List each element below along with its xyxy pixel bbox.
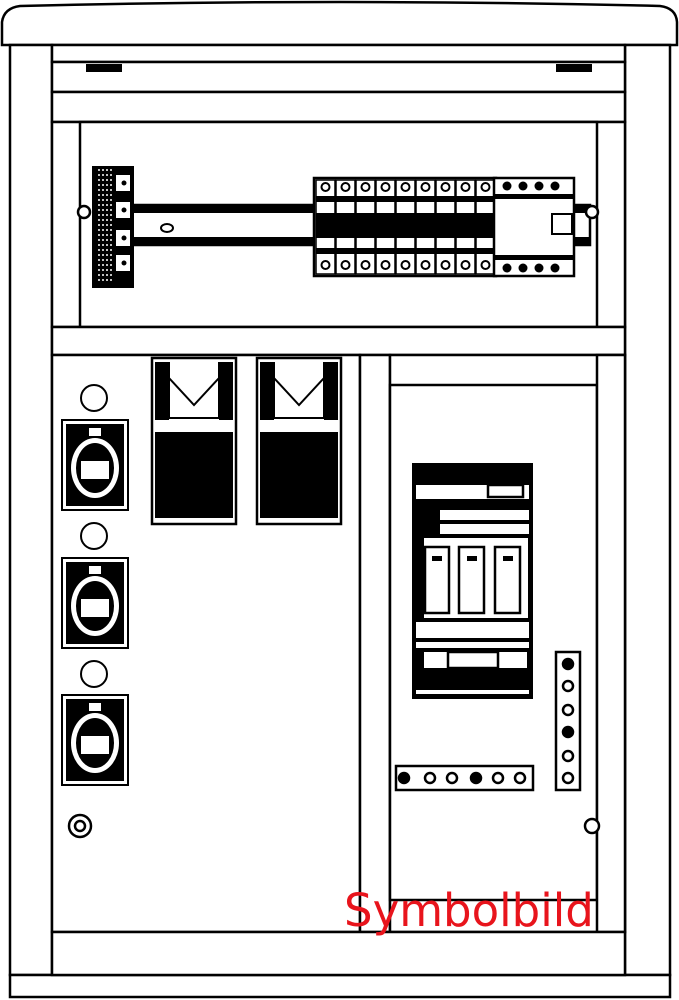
busbar-terminal <box>513 771 527 785</box>
middle-band <box>50 325 627 357</box>
hinge-right <box>556 64 592 72</box>
busbar-terminal <box>561 725 575 739</box>
circuit-breaker <box>455 179 476 275</box>
top-band <box>50 43 627 64</box>
rcd-test-button <box>551 213 573 235</box>
busbar-terminal <box>423 771 437 785</box>
bottom-band <box>50 930 627 977</box>
top-band-3 <box>50 90 627 124</box>
circuit-breaker <box>315 179 336 275</box>
circuit-breaker <box>475 179 496 275</box>
earth-busbar <box>554 650 582 792</box>
top-band-2 <box>50 60 627 94</box>
indicator-lamp <box>80 384 108 412</box>
hinge-left <box>86 64 122 72</box>
cee-plug-socket <box>150 356 238 526</box>
indicator-lamp <box>80 660 108 688</box>
right-side-panel <box>623 43 672 977</box>
symbolbild-caption: Symbolbild <box>344 884 594 937</box>
busbar-terminal <box>561 679 575 693</box>
circuit-breaker <box>355 179 376 275</box>
cabinet-roof <box>0 0 679 47</box>
main-switch-disconnector <box>412 463 533 699</box>
base-plinth <box>8 973 672 999</box>
center-post <box>358 353 392 934</box>
circuit-breaker <box>375 179 396 275</box>
circuit-breaker <box>395 179 416 275</box>
busbar-terminal <box>491 771 505 785</box>
busbar-terminal <box>561 657 575 671</box>
cee-socket <box>61 694 129 786</box>
left-side-panel <box>8 43 54 977</box>
rail-slot <box>160 223 174 233</box>
busbar-terminal <box>561 749 575 763</box>
busbar-terminal <box>561 703 575 717</box>
neutral-busbar <box>394 764 535 792</box>
cee-plug-socket <box>255 356 343 526</box>
circuit-breaker <box>335 179 356 275</box>
cee-socket <box>61 557 129 649</box>
busbar-terminal <box>469 771 483 785</box>
indicator-lamp <box>80 522 108 550</box>
circuit-breaker <box>435 179 456 275</box>
busbar-terminal <box>397 771 411 785</box>
busbar-terminal <box>561 771 575 785</box>
circuit-breaker <box>415 179 436 275</box>
cee-socket <box>61 419 129 511</box>
busbar-terminal <box>445 771 459 785</box>
